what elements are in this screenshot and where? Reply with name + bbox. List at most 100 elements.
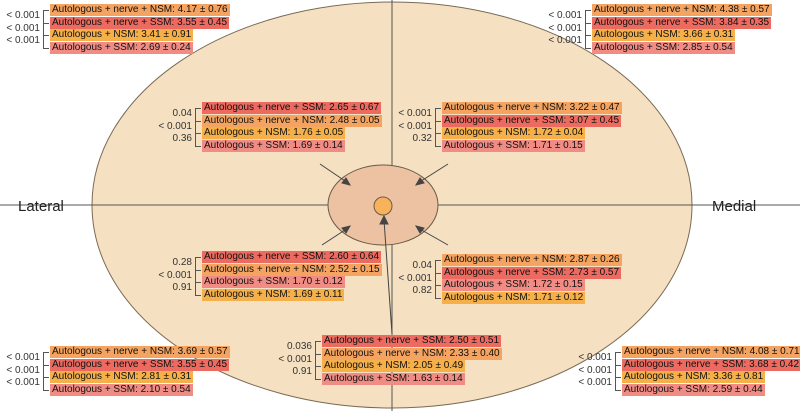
p-value: < 0.001 <box>6 22 40 34</box>
comparison-bracket <box>195 257 201 271</box>
stat-row: Autologous + NSM: 3.41 ± 0.91 <box>50 29 194 42</box>
arrowhead-nipple <box>379 214 389 225</box>
stat-row: Autologous + nerve + SSM: 3.84 ± 0.35 <box>592 16 772 29</box>
stat-row: Autologous + NSM: 1.69 ± 0.11 <box>202 288 345 301</box>
comparison-bracket <box>435 285 441 299</box>
p-value: 0.91 <box>292 366 312 378</box>
comparison-bracket <box>195 282 201 296</box>
stat-row: Autologous + SSM: 2.69 ± 0.24 <box>50 41 193 54</box>
comparison-bracket <box>585 10 591 24</box>
p-value: < 0.001 <box>398 272 432 284</box>
comparison-bracket <box>315 341 321 355</box>
stat-row: Autologous + SSM: 1.63 ± 0.14 <box>322 372 465 385</box>
p-value: < 0.001 <box>548 10 582 21</box>
p-value: < 0.001 <box>578 377 612 389</box>
p-value: 0.04 <box>172 108 192 119</box>
p-value: < 0.001 <box>158 269 192 281</box>
comparison-bracket <box>43 10 49 24</box>
comparison-bracket <box>195 120 201 135</box>
stat-row: Autologous + nerve + NSM: 2.48 ± 0.05 <box>202 114 382 127</box>
arrowhead-upper-medial <box>414 177 425 186</box>
comparison-bracket <box>435 120 441 135</box>
p-value: < 0.001 <box>6 10 40 21</box>
p-value: < 0.001 <box>6 377 40 389</box>
comparison-bracket <box>195 108 201 122</box>
comparison-bracket <box>315 366 321 380</box>
stat-row: Autologous + nerve + SSM: 2.50 ± 0.51 <box>322 335 502 347</box>
comparison-bracket <box>195 133 201 147</box>
p-value: 0.28 <box>172 257 192 268</box>
p-value: 0.91 <box>172 282 192 294</box>
stat-row: Autologous + NSM: 2.05 ± 0.49 <box>322 360 466 373</box>
comparison-bracket <box>43 364 49 379</box>
comparison-bracket <box>43 377 49 391</box>
comparison-bracket <box>615 377 621 391</box>
stat-row: Autologous + SSM: 1.71 ± 0.15 <box>442 139 585 152</box>
arrowhead-lower-medial <box>414 225 425 234</box>
stat-row: Autologous + nerve + SSM: 2.65 ± 0.67 <box>202 102 382 114</box>
stat-row: Autologous + NSM: 1.71 ± 0.12 <box>442 291 586 304</box>
arrow-upper-lateral <box>319 163 349 184</box>
arrowhead-lower-lateral <box>341 225 352 234</box>
stat-row: Autologous + nerve + SSM: 2.73 ± 0.57 <box>442 266 622 279</box>
stat-row: Autologous + nerve + SSM: 3.68 ± 0.42 <box>622 358 800 371</box>
stat-row: Autologous + SSM: 2.85 ± 0.54 <box>592 41 735 54</box>
p-value: < 0.001 <box>548 22 582 34</box>
comparison-bracket <box>435 108 441 122</box>
stat-row: Autologous + nerve + NSM: 4.38 ± 0.57 <box>592 4 772 16</box>
p-value: < 0.001 <box>398 120 432 132</box>
stat-row: Autologous + NSM: 3.36 ± 0.81 <box>622 371 766 384</box>
p-value: < 0.001 <box>578 364 612 376</box>
lateral-label: Lateral <box>18 198 64 215</box>
nipple-areola-circle <box>373 196 393 216</box>
p-value: < 0.001 <box>578 352 612 363</box>
comparison-bracket <box>585 22 591 37</box>
stat-row: Autologous + NSM: 2.81 ± 0.31 <box>50 371 194 384</box>
stat-row: Autologous + SSM: 1.69 ± 0.14 <box>202 139 345 152</box>
comparison-bracket <box>43 35 49 49</box>
arrow-upper-medial <box>417 163 449 184</box>
stat-row: Autologous + nerve + NSM: 2.33 ± 0.40 <box>322 347 502 360</box>
stat-row: Autologous + nerve + NSM: 4.08 ± 0.71 <box>622 346 800 358</box>
p-value: 0.036 <box>286 341 312 352</box>
stat-row: Autologous + nerve + NSM: 4.17 ± 0.76 <box>50 4 230 16</box>
comparison-bracket <box>43 352 49 366</box>
p-value: < 0.001 <box>6 364 40 376</box>
comparison-bracket <box>195 269 201 284</box>
p-value: 0.82 <box>412 285 432 297</box>
stat-row: Autologous + nerve + NSM: 2.52 ± 0.15 <box>202 263 382 276</box>
stat-row: Autologous + nerve + NSM: 2.87 ± 0.26 <box>442 254 622 266</box>
stat-row: Autologous + nerve + SSM: 3.55 ± 0.45 <box>50 358 230 371</box>
stat-row: Autologous + SSM: 2.10 ± 0.54 <box>50 383 193 396</box>
p-value: < 0.001 <box>398 108 432 119</box>
p-value: < 0.001 <box>6 352 40 363</box>
stat-row: Autologous + nerve + SSM: 2.60 ± 0.64 <box>202 251 382 263</box>
comparison-bracket <box>585 35 591 49</box>
stat-row: Autologous + nerve + SSM: 3.07 ± 0.45 <box>442 114 622 127</box>
comparison-bracket <box>615 364 621 379</box>
stat-row: Autologous + NSM: 3.66 ± 0.31 <box>592 29 736 42</box>
p-value: < 0.001 <box>6 35 40 47</box>
comparison-bracket <box>315 353 321 368</box>
stat-row: Autologous + nerve + NSM: 3.69 ± 0.57 <box>50 346 230 358</box>
p-value: 0.36 <box>172 133 192 145</box>
p-value: 0.32 <box>412 133 432 145</box>
comparison-bracket <box>435 272 441 287</box>
comparison-bracket <box>435 260 441 274</box>
p-value: < 0.001 <box>548 35 582 47</box>
p-value: < 0.001 <box>278 353 312 365</box>
p-value: < 0.001 <box>158 120 192 132</box>
comparison-bracket <box>43 22 49 37</box>
stat-row: Autologous + NSM: 1.72 ± 0.04 <box>442 127 586 140</box>
comparison-bracket <box>435 133 441 147</box>
stat-row: Autologous + SSM: 1.70 ± 0.12 <box>202 276 345 289</box>
arrowhead-upper-lateral <box>341 177 352 186</box>
stat-row: Autologous + SSM: 1.72 ± 0.15 <box>442 279 585 292</box>
arrow-nipple <box>383 219 393 335</box>
stat-row: Autologous + SSM: 2.59 ± 0.44 <box>622 383 765 396</box>
comparison-bracket <box>615 352 621 366</box>
stat-row: Autologous + nerve + NSM: 3.22 ± 0.47 <box>442 102 622 114</box>
medial-label: Medial <box>712 198 757 215</box>
stat-row: Autologous + nerve + SSM: 3.55 ± 0.45 <box>50 16 230 29</box>
